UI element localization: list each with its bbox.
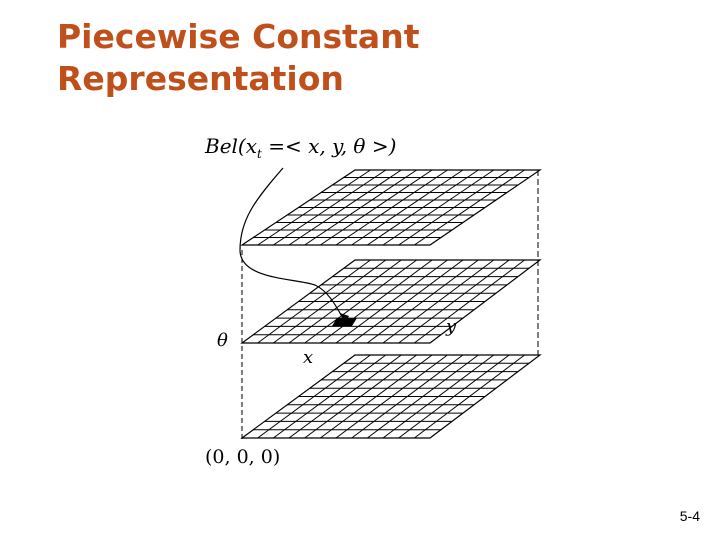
y-axis-label: y xyxy=(445,316,457,337)
bottom-grid-layer xyxy=(240,354,542,439)
title-line-1: Piecewise Constant xyxy=(57,17,420,56)
x-axis-label: x xyxy=(303,347,313,368)
highlighted-cell xyxy=(332,318,357,326)
grid-layers-diagram: Bel(xt =< x, y, θ >) θ x y (0, 0, 0) xyxy=(204,134,542,468)
pointer-curve xyxy=(239,167,346,323)
middle-grid-layer xyxy=(240,259,542,344)
title-line-2: Representation xyxy=(57,59,344,98)
slide-title: Piecewise Constant Representation xyxy=(57,16,419,100)
slide-number: 5-4 xyxy=(679,508,700,524)
theta-axis-label: θ xyxy=(217,330,228,351)
top-grid-layer xyxy=(240,169,542,246)
belief-label: Bel(xt =< x, y, θ >) xyxy=(204,134,396,161)
origin-label: (0, 0, 0) xyxy=(205,446,280,468)
grid-layers xyxy=(240,169,542,439)
